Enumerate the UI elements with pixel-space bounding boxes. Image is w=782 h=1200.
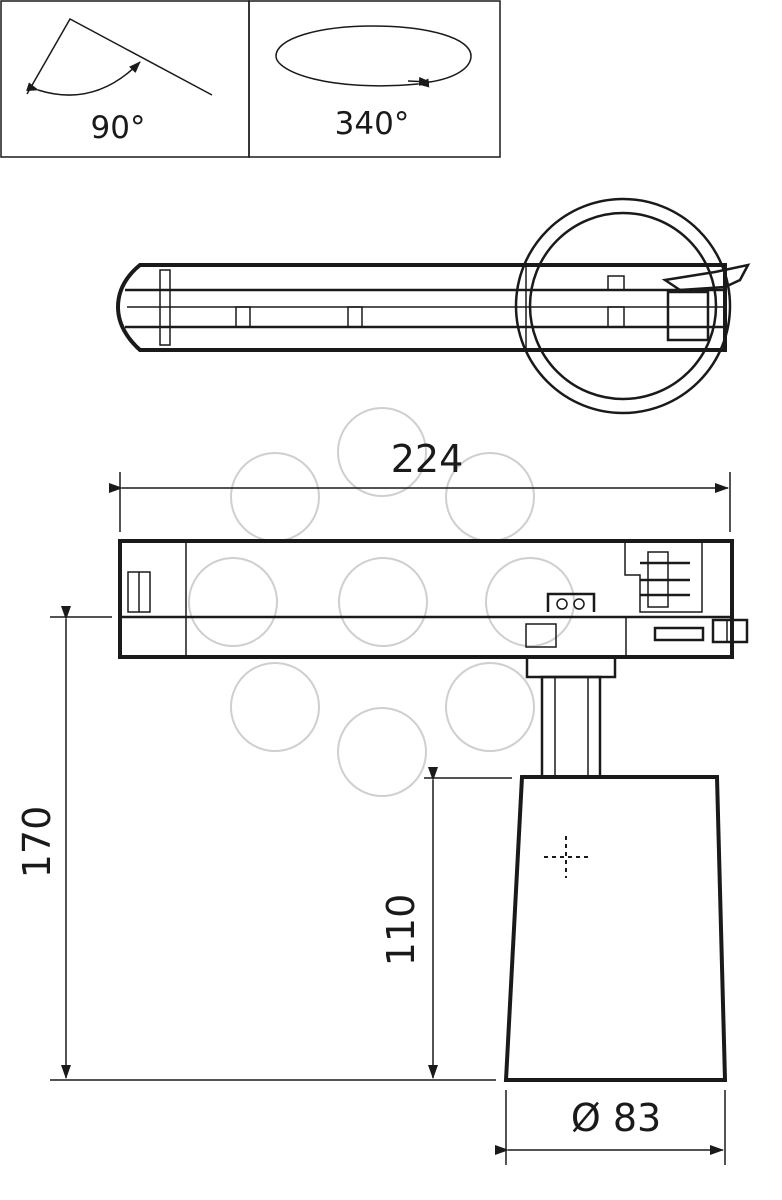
top-view-contact-2	[347, 306, 363, 328]
side-view-pin-block	[525, 623, 557, 648]
side-view-stem-collar	[525, 655, 617, 679]
side-view-track-body	[118, 539, 734, 659]
side-view-adapter-housing	[624, 541, 703, 613]
dimension-diameter: Ø 83	[495, 1090, 726, 1165]
total-height-dimension-label: 170	[15, 806, 59, 879]
swivel-box-frame	[248, 0, 501, 158]
side-view-lug-hole-2	[573, 598, 585, 610]
tilt-angle-lines	[26, 17, 213, 96]
side-view	[118, 539, 749, 1082]
side-view-stem	[540, 675, 602, 779]
dimension-width: 224	[109, 437, 731, 532]
tilt-angle-label: 90°	[91, 110, 146, 146]
top-view	[115, 197, 751, 415]
top-view-track-body	[115, 263, 727, 352]
tilt-rotation-box: 90°	[0, 0, 250, 158]
side-view-spot-head	[503, 775, 728, 1082]
spot-head-center-mark	[544, 836, 588, 878]
diameter-dimension-label: Ø 83	[571, 1096, 661, 1140]
swivel-ellipse	[275, 25, 472, 88]
swivel-arrow-head	[407, 77, 431, 86]
dimension-total-height: 170	[15, 606, 496, 1081]
top-view-head-inner-circle	[528, 211, 718, 401]
top-view-contact-4	[607, 306, 625, 328]
swivel-rotation-box: 340°	[248, 0, 501, 158]
width-dimension-label: 224	[391, 437, 464, 481]
head-height-dimension-label: 110	[379, 894, 423, 967]
tilt-arc-arrow	[26, 61, 141, 96]
side-view-connector-lug	[546, 592, 596, 612]
swivel-angle-label: 340°	[335, 106, 410, 142]
top-view-contact-3	[607, 275, 625, 291]
side-view-lug-hole-1	[556, 598, 568, 610]
top-view-head-outer-circle	[514, 197, 732, 415]
side-view-slot	[653, 626, 705, 642]
top-view-adapter-block	[666, 290, 710, 342]
side-view-locking-tab	[711, 618, 749, 644]
top-view-contact-1	[235, 306, 251, 328]
watermark-logo	[188, 407, 575, 797]
top-view-adapter-lever	[661, 263, 751, 292]
side-view-switch-contacts	[640, 561, 690, 597]
dimension-head-height: 110	[379, 767, 512, 1079]
top-view-track-rails	[125, 288, 725, 329]
top-view-clip-left	[159, 269, 171, 346]
